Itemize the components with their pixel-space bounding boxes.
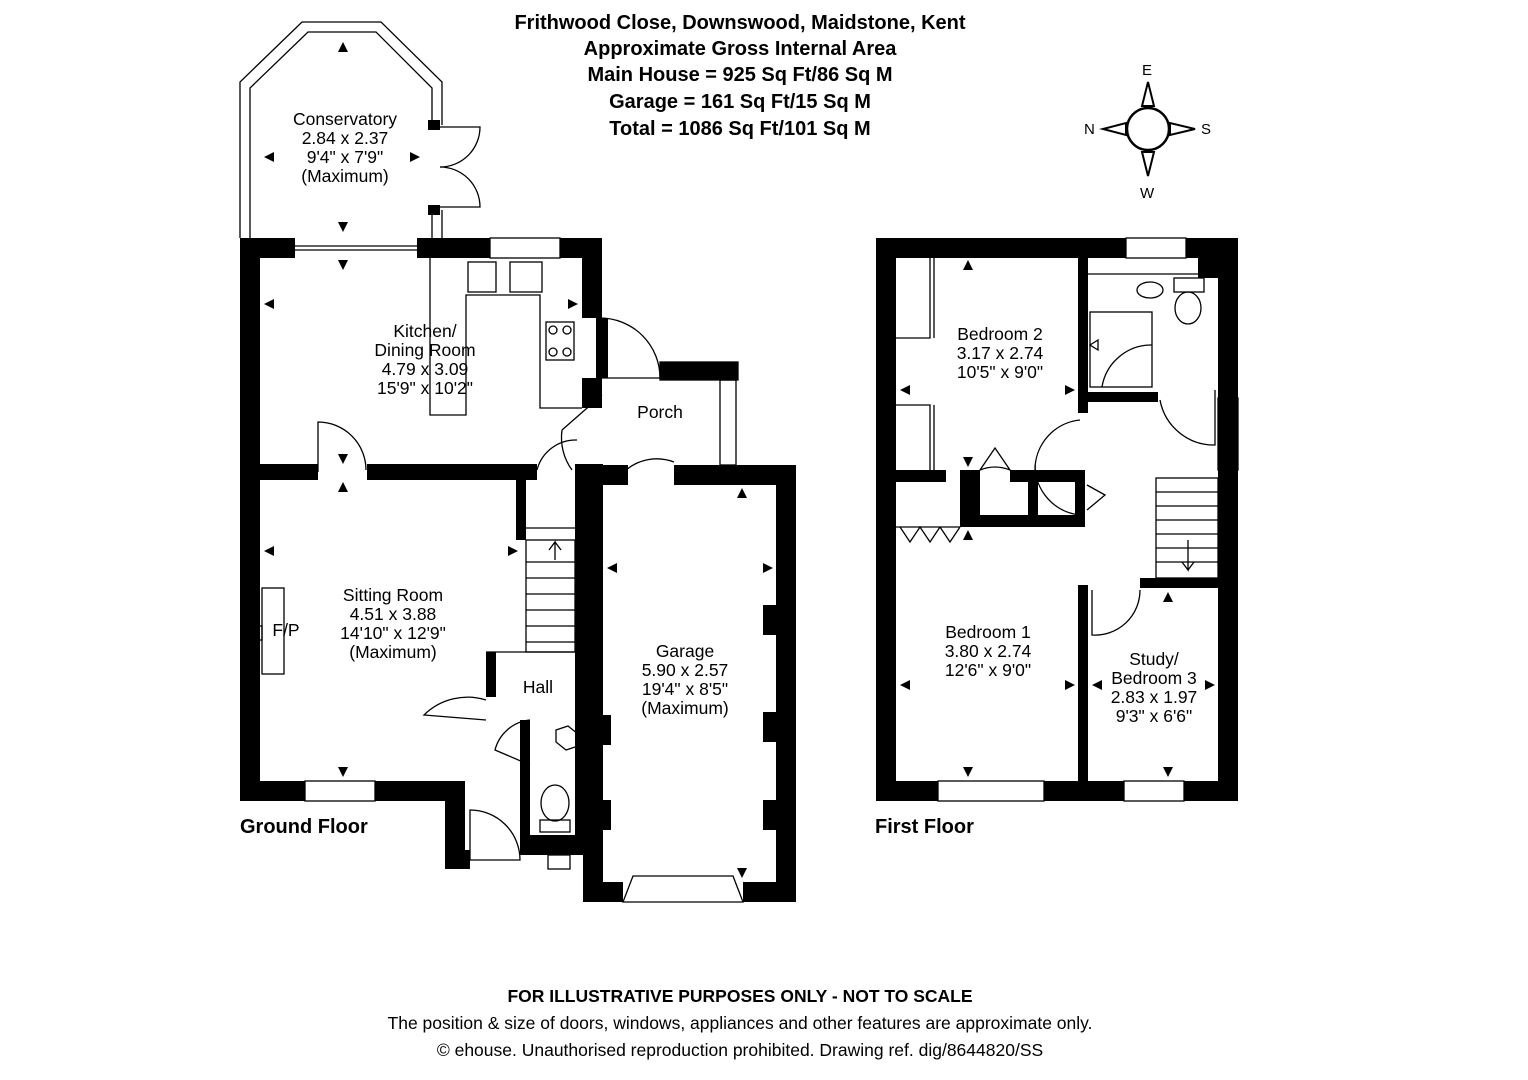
compass-west-label: W [1140,185,1155,202]
room-label-conservatory: Conservatory 2.84 x 2.37 9'4" x 7'9" (Ma… [292,109,398,186]
room-label-sitting-room: Sitting Room 4.51 x 3.88 14'10" x 12'9" … [340,585,446,662]
room-label-hall: Hall [522,677,554,697]
room-label-bedroom-1: Bedroom 1 3.80 x 2.74 12'6" x 9'0" [944,622,1032,680]
room-label-study: Study/ Bedroom 3 2.83 x 1.97 9'3" x 6'6" [1110,649,1198,726]
room-label-porch: Porch [637,402,683,422]
first-floor-fixtures [896,237,1239,802]
dimension-arrows [264,42,1215,878]
ground-floor-walls [240,120,796,902]
room-label-bedroom-2: Bedroom 2 3.17 x 2.74 10'5" x 9'0" [956,324,1044,382]
area-heading: Approximate Gross Internal Area [583,38,897,60]
copyright-notice: © ehouse. Unauthorised reproduction proh… [436,1040,1044,1060]
room-label-kitchen: Kitchen/ Dining Room 4.79 x 3.09 15'9" x… [374,321,476,398]
address-title: Frithwood Close, Downswood, Maidstone, K… [514,12,966,34]
first-floor-walls [876,238,1238,801]
room-label-garage: Garage 5.90 x 2.57 19'4" x 8'5" (Maximum… [641,641,729,718]
first-floor-label: First Floor [875,816,974,838]
compass-east-label: E [1142,62,1153,79]
compass-south-label: S [1201,121,1212,138]
compass-rose-icon [1099,81,1196,177]
main-house-area: Main House = 925 Sq Ft/86 Sq M [587,64,893,86]
garage-area: Garage = 161 Sq Ft/15 Sq M [609,91,871,113]
fireplace-label: F/P [272,620,300,640]
ground-floor-label: Ground Floor [240,816,368,838]
compass-north-label: N [1084,121,1095,138]
total-area: Total = 1086 Sq Ft/101 Sq M [609,118,871,140]
approximation-note: The position & size of doors, windows, a… [387,1013,1093,1033]
ground-floor-fixtures [239,21,744,903]
disclaimer: FOR ILLUSTRATIVE PURPOSES ONLY - NOT TO … [507,986,973,1006]
